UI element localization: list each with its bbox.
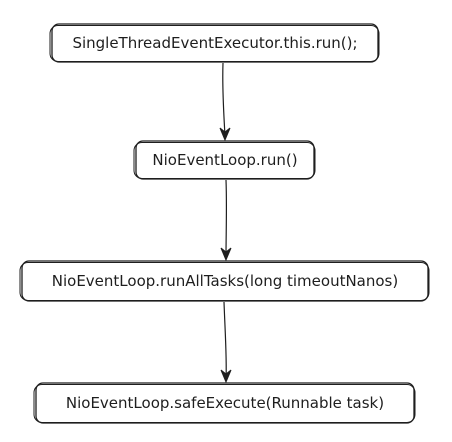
node-nio-run: NioEventLoop.run() — [133, 140, 316, 180]
edge-line — [223, 301, 227, 380]
node-label: NioEventLoop.run() — [152, 151, 297, 169]
node-single-thread-run: SingleThreadEventExecutor.this.run(); — [49, 23, 380, 63]
node-label: NioEventLoop.safeExecute(Runnable task) — [66, 394, 384, 412]
node-safe-execute: NioEventLoop.safeExecute(Runnable task) — [33, 382, 416, 424]
edge-line — [222, 62, 226, 138]
node-label: SingleThreadEventExecutor.this.run(); — [72, 34, 357, 52]
node-box-sketch — [133, 142, 316, 179]
node-label: NioEventLoop.runAllTasks(long timeoutNan… — [52, 272, 398, 290]
node-box-sketch — [49, 25, 380, 62]
edge-arrow — [219, 62, 231, 142]
node-box-sketch — [33, 384, 416, 423]
node-run-all-tasks: NioEventLoop.runAllTasks(long timeoutNan… — [19, 260, 430, 302]
arrow-head-icon — [220, 369, 232, 384]
node-box-sketch — [19, 262, 430, 301]
edge-arrow — [220, 179, 232, 262]
arrow-head-icon — [219, 127, 231, 142]
arrow-head-icon — [220, 247, 232, 262]
edge-arrow — [220, 301, 232, 384]
